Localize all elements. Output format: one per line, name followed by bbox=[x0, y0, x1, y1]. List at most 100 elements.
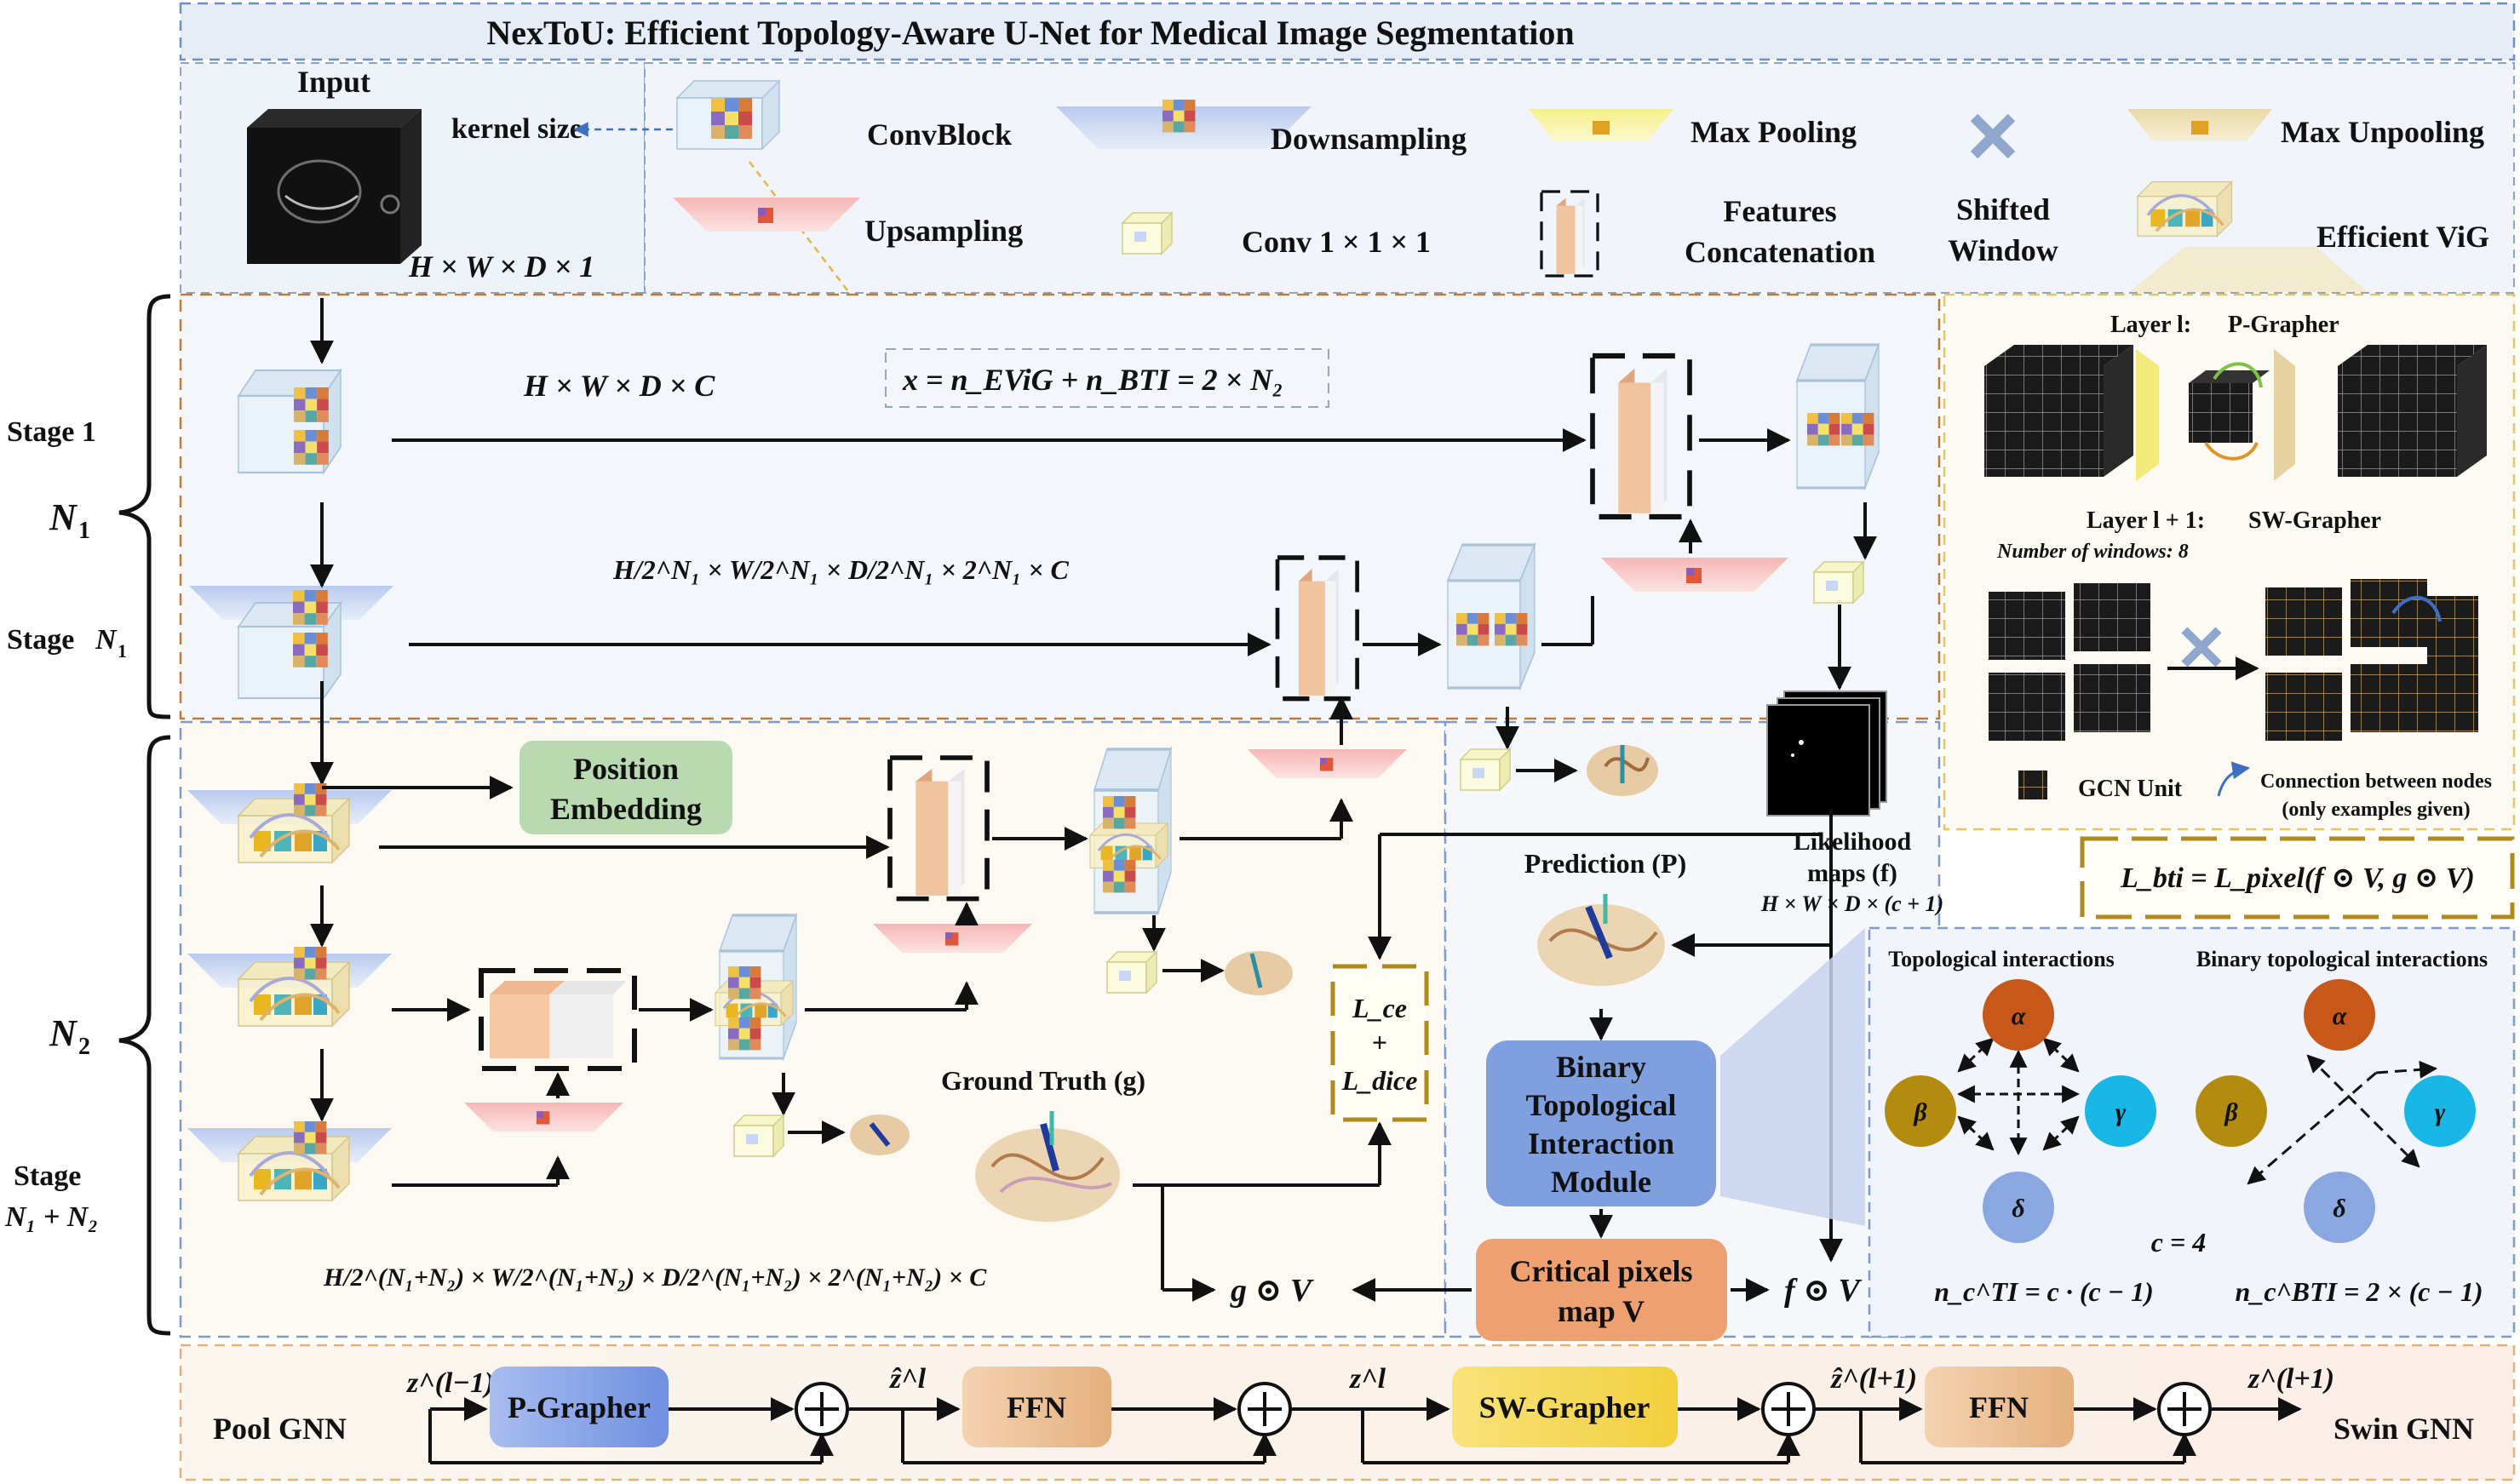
critical-map-2: map V bbox=[1558, 1294, 1645, 1328]
connection-arrow-icon bbox=[2217, 761, 2251, 797]
bti-alpha-label: α bbox=[2333, 1002, 2347, 1030]
likelihood-dims: H × W × D × (c + 1) bbox=[1760, 891, 1943, 916]
bti-graph bbox=[2247, 1054, 2438, 1185]
svg-text:2: 2 bbox=[78, 1034, 90, 1060]
bti-module-4: Module bbox=[1551, 1165, 1651, 1199]
prediction-protein bbox=[1537, 894, 1665, 986]
ti-node-delta bbox=[1983, 1172, 2054, 1243]
input-dims: H × W × D × 1 bbox=[408, 249, 594, 284]
swin-gnn-label: Swin GNN bbox=[2333, 1412, 2474, 1446]
stage-final-label: Stage bbox=[14, 1160, 81, 1192]
legend-vig-icon bbox=[2136, 180, 2234, 238]
equation-box bbox=[885, 348, 1329, 408]
ti-graph bbox=[1956, 1037, 2081, 1156]
bottom-ffn-2 bbox=[1925, 1367, 2074, 1447]
n-bti: n_c^BTI = 2 × (c − 1) bbox=[2236, 1276, 2483, 1307]
svg-text:1: 1 bbox=[78, 518, 90, 544]
connection-label-2: (only examples given) bbox=[2282, 799, 2470, 821]
bti-module-1: Binary bbox=[1556, 1050, 1646, 1084]
deep-stage-region bbox=[179, 720, 1447, 1338]
loss-plus: + bbox=[1372, 1027, 1387, 1057]
stage1-dims: H × W × D × C bbox=[523, 369, 715, 403]
stageN1-dims: H/2^N₁ × W/2^N₁ × D/2^N₁ × 2^N₁ × C bbox=[612, 554, 1069, 585]
zhat-l1: ẑ^(l+1) bbox=[1830, 1363, 1917, 1395]
gcn-unit-icon bbox=[2018, 771, 2047, 799]
input-label: Input bbox=[297, 65, 370, 99]
ti-delta-label: δ bbox=[2012, 1195, 2024, 1223]
ti-node-beta bbox=[1885, 1075, 1956, 1147]
bti-node-delta bbox=[2304, 1172, 2375, 1243]
vig-sw-grapher: SW-Grapher bbox=[2248, 507, 2381, 534]
bti-loss-box bbox=[2080, 836, 2515, 920]
bti-node-beta bbox=[2196, 1075, 2267, 1147]
aux-prediction-2 bbox=[1225, 951, 1293, 995]
zhat-l: ẑ^l bbox=[889, 1363, 927, 1395]
likelihood-maps bbox=[1766, 690, 1887, 816]
n-ti: n_c^TI = c · (c − 1) bbox=[1934, 1276, 2154, 1307]
legend-convblock-icon bbox=[676, 80, 780, 150]
aux-prediction-1 bbox=[1587, 745, 1658, 796]
deep-conv111-2 bbox=[733, 1114, 784, 1157]
z-l: z^l bbox=[1349, 1363, 1386, 1395]
bti-node-gamma bbox=[2404, 1075, 2476, 1147]
ti-alpha-label: α bbox=[2012, 1002, 2026, 1030]
legend-conv111: Conv 1 × 1 × 1 bbox=[1242, 225, 1431, 259]
kernel-size-label: kernel size bbox=[451, 113, 583, 145]
legend-max-unpooling: Max Unpooling bbox=[2281, 115, 2484, 149]
bti-beta-label: β bbox=[2224, 1098, 2238, 1126]
deep-concat-2 bbox=[479, 968, 637, 1071]
legend-maxpool-icon bbox=[1529, 109, 1673, 141]
legend-features: Features bbox=[1723, 194, 1836, 228]
deep-decoder-block-2 bbox=[714, 914, 798, 1060]
bottom-ffn-1-label: FFN bbox=[1007, 1390, 1066, 1424]
vig-num-windows: Number of windows: 8 bbox=[1996, 541, 2189, 563]
likelihood-label-2: maps (f) bbox=[1807, 859, 1897, 887]
prediction-label: Prediction (P) bbox=[1524, 848, 1686, 879]
legend-max-pooling: Max Pooling bbox=[1691, 115, 1857, 149]
loss-ce: L_ce bbox=[1352, 993, 1407, 1023]
stageN1-var: N bbox=[95, 624, 118, 656]
ti-node-alpha bbox=[1983, 979, 2054, 1051]
decoder-stage1-conv111 bbox=[1813, 561, 1864, 604]
bti-module-2: Topological bbox=[1526, 1088, 1677, 1122]
bottom-p-grapher bbox=[490, 1367, 669, 1447]
position-embedding-box bbox=[519, 741, 732, 834]
loss-dice: L_dice bbox=[1341, 1065, 1418, 1096]
brace-n1 bbox=[118, 294, 171, 719]
ti-beta-label: β bbox=[1913, 1098, 1927, 1126]
p-grapher-illustration bbox=[1984, 345, 2487, 481]
bti-delta-label: δ bbox=[2333, 1195, 2345, 1223]
legend-window: Window bbox=[1948, 233, 2058, 267]
vig-p-grapher: P-Grapher bbox=[2228, 312, 2339, 338]
svg-text:1: 1 bbox=[118, 640, 127, 662]
bottom-sw-grapher bbox=[1452, 1367, 1678, 1447]
ground-truth-protein bbox=[975, 1111, 1120, 1222]
bti-loss: L_bti = L_pixel(f ⊙ V, g ⊙ V) bbox=[2120, 862, 2475, 894]
stage-final-var: N₁ + N₂ bbox=[4, 1201, 98, 1233]
ground-truth-label: Ground Truth (g) bbox=[941, 1065, 1145, 1096]
equation: x = n_EViG + n_BTI = 2 × N₂ bbox=[902, 363, 1283, 397]
vig-layer-l: Layer l: bbox=[2110, 312, 2191, 338]
legend-convblock: ConvBlock bbox=[867, 117, 1012, 152]
stage1-label: Stage 1 bbox=[7, 416, 96, 448]
legend-conv111-icon bbox=[1122, 212, 1173, 255]
final-dims: H/2^(N₁+N₂) × W/2^(N₁+N₂) × D/2^(N₁+N₂) … bbox=[323, 1263, 987, 1292]
c-equals: c = 4 bbox=[2151, 1227, 2206, 1258]
ti-node-gamma bbox=[2085, 1075, 2156, 1147]
bti-module-3: Interaction bbox=[1528, 1126, 1674, 1160]
n2-label: N bbox=[49, 1012, 78, 1054]
bottom-ffn-1 bbox=[962, 1367, 1111, 1447]
bti-module bbox=[1486, 1040, 1716, 1206]
ce-dice-loss-box bbox=[1330, 964, 1429, 1122]
input-volume bbox=[247, 109, 422, 264]
f-dot-v: f ⊙ V bbox=[1784, 1273, 1862, 1309]
legend-upsampling: Upsampling bbox=[864, 214, 1023, 248]
connection-label-1: Connection between nodes bbox=[2260, 771, 2492, 793]
encoder-stage1-block bbox=[237, 369, 342, 474]
ti-gamma-label: γ bbox=[2115, 1098, 2127, 1126]
legend-downsampling: Downsampling bbox=[1271, 122, 1467, 156]
legend-shifted: Shifted bbox=[1956, 192, 2050, 226]
bottom-p-grapher-label: P-Grapher bbox=[508, 1390, 651, 1424]
